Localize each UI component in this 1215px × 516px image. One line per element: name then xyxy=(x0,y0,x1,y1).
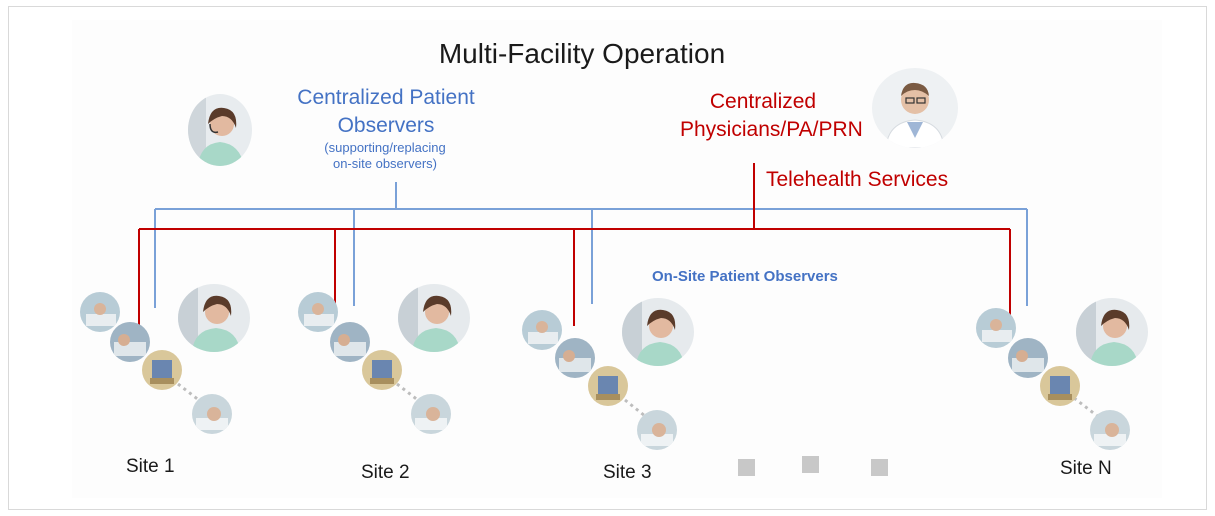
patient-photo xyxy=(298,292,338,332)
patient-icon xyxy=(411,394,451,434)
central-physicians-label-line-1: Centralized xyxy=(709,90,817,113)
equipment-photo xyxy=(588,366,628,406)
patient-photo xyxy=(80,292,120,332)
patient-icon xyxy=(192,394,232,434)
central-observers-label-line-1: Centralized Patient xyxy=(297,86,475,109)
nurse-headset-icon xyxy=(188,94,252,166)
patient-photo xyxy=(1090,410,1130,450)
doctor-icon xyxy=(872,68,958,148)
site-label: Site 1 xyxy=(126,456,175,477)
patient-photo xyxy=(1008,338,1048,378)
patient-icon xyxy=(80,292,120,332)
ellipsis-dots xyxy=(177,382,1101,422)
equipment-photo xyxy=(142,350,182,390)
ellipsis-square xyxy=(802,456,819,473)
bedside-equipment-icon xyxy=(142,350,182,390)
patient-icon xyxy=(522,310,562,350)
central-physicians-label-line-2: Physicians/PA/PRN xyxy=(680,118,863,141)
patient-icon xyxy=(1008,338,1048,378)
onsite-observers-label: On-Site Patient Observers xyxy=(652,268,838,285)
dots-site-n xyxy=(1073,396,1101,420)
patient-icon xyxy=(110,322,150,362)
patient-photo xyxy=(110,322,150,362)
patient-photo xyxy=(637,410,677,450)
nurse-headset-icon xyxy=(178,284,250,352)
onsite-observer-photo xyxy=(622,298,694,366)
site-label: Site N xyxy=(1060,458,1112,479)
physician-network xyxy=(138,163,1011,326)
patient-photo xyxy=(411,394,451,434)
patient-icon xyxy=(555,338,595,378)
onsite-observer-photo xyxy=(1076,298,1148,366)
dots-site-3 xyxy=(624,398,651,422)
ellipsis-square xyxy=(871,459,888,476)
diagram-title: Multi-Facility Operation xyxy=(438,38,726,69)
central-physicians-label: Centralized Physicians/PA/PRN xyxy=(680,88,863,144)
central-observers-note-line-2: on-site observers) xyxy=(332,156,438,171)
central-observers-label-line-2: Observers xyxy=(337,114,435,137)
patient-icon xyxy=(298,292,338,332)
central-observer-photo xyxy=(188,94,252,166)
diagram-panel xyxy=(72,20,1162,498)
nurse-headset-icon xyxy=(1076,298,1148,366)
patient-icon xyxy=(637,410,677,450)
patient-photo xyxy=(555,338,595,378)
patient-photo xyxy=(976,308,1016,348)
central-observers-note-line-1: (supporting/replacing xyxy=(324,140,446,155)
site-label: Site 3 xyxy=(603,462,652,483)
telehealth-label: Telehealth Services xyxy=(766,168,949,191)
patient-photo xyxy=(522,310,562,350)
site-label: Site 2 xyxy=(361,462,410,483)
dots-site-2 xyxy=(396,382,424,406)
central-observers-note: (supporting/replacing on-site observers) xyxy=(290,140,480,172)
patient-icon xyxy=(976,308,1016,348)
patient-photo xyxy=(330,322,370,362)
patient-icon xyxy=(1090,410,1130,450)
central-physician-photo xyxy=(872,68,958,148)
equipment-photo xyxy=(362,350,402,390)
nurse-headset-icon xyxy=(622,298,694,366)
patient-photo xyxy=(192,394,232,434)
nurse-headset-icon xyxy=(398,284,470,352)
ellipsis-square xyxy=(738,459,755,476)
central-observers-label: Centralized Patient Observers xyxy=(270,84,502,140)
bedside-equipment-icon xyxy=(588,366,628,406)
onsite-observer-photo xyxy=(398,284,470,352)
observer-network xyxy=(154,182,1028,308)
dots-site-1 xyxy=(177,382,205,406)
equipment-photo xyxy=(1040,366,1080,406)
onsite-observer-photo xyxy=(178,284,250,352)
bedside-equipment-icon xyxy=(362,350,402,390)
patient-icon xyxy=(330,322,370,362)
bedside-equipment-icon xyxy=(1040,366,1080,406)
